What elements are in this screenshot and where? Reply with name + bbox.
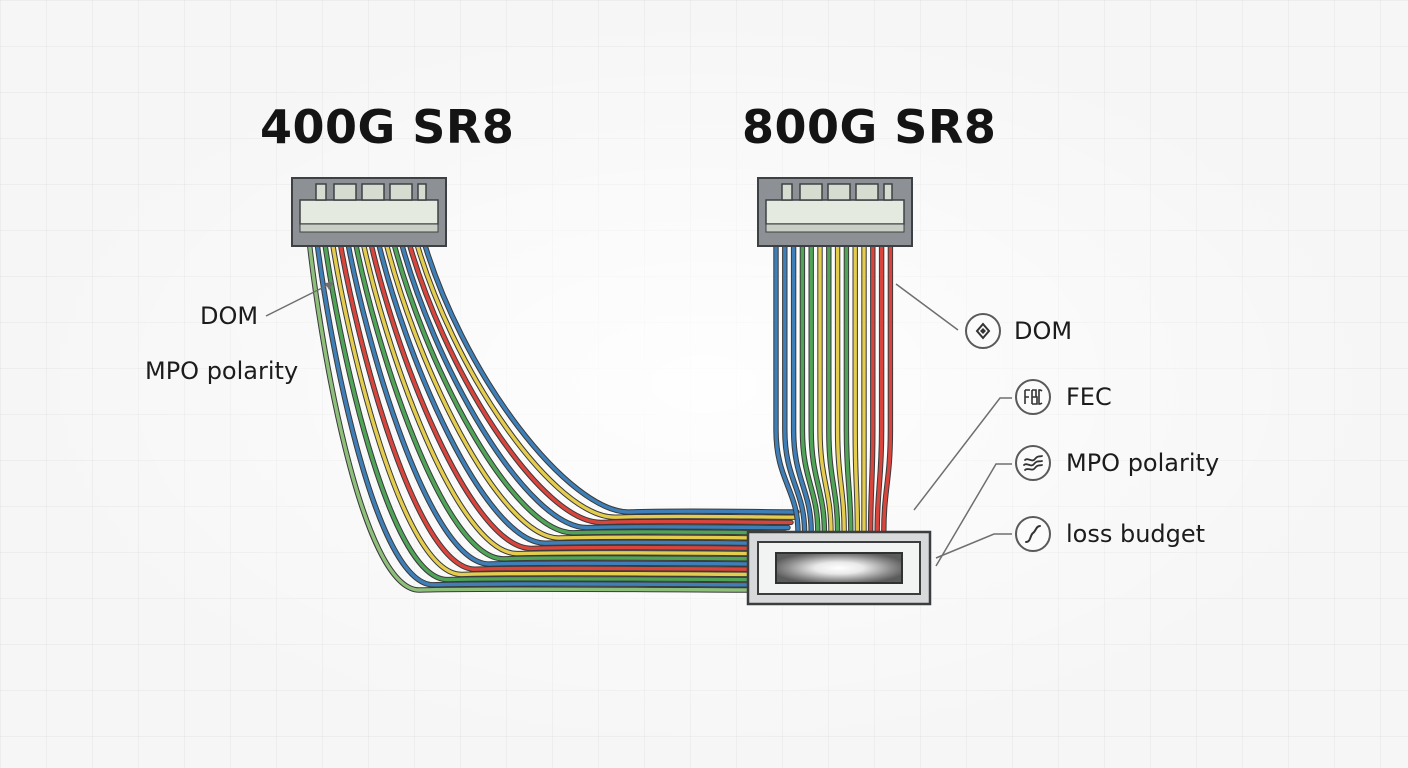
left-fiber-16-outline (417, 227, 800, 515)
waves-icon (1015, 445, 1051, 481)
left-fiber-3 (321, 228, 760, 582)
left-fiber-1 (306, 228, 754, 592)
left-fiber-5 (336, 228, 766, 571)
fec-icon (1015, 379, 1051, 415)
right-fiber-6 (818, 230, 833, 534)
right-fiber-9 (844, 230, 853, 534)
curve-icon (1015, 516, 1051, 552)
loss-budget-label: loss budget (1066, 520, 1206, 548)
right-fiber-2 (783, 230, 807, 534)
left-dom-label: DOM (200, 302, 259, 330)
left-fiber-16 (418, 228, 799, 514)
left-fiber-15 (411, 228, 796, 519)
left-fiber-14 (403, 228, 793, 525)
right-fiber-1 (774, 230, 800, 534)
transceiver-module (746, 530, 932, 606)
right-leaders (895, 283, 1012, 567)
left-mpo-polarity-label: MPO polarity (145, 357, 299, 385)
left-fiber-10 (373, 228, 781, 545)
right-fiber-5 (809, 230, 827, 534)
mpo-polarity-leader (935, 463, 1012, 567)
left-fiber-2 (313, 228, 757, 587)
right-fiber-14 (882, 230, 893, 534)
right-fiber-bundle (773, 229, 894, 535)
left-dom-leader (265, 281, 335, 317)
right-module-title: 800G SR8 (742, 100, 997, 154)
right-fiber-8 (835, 230, 846, 534)
right-dom-label: DOM (1014, 317, 1073, 345)
right-fiber-13 (875, 230, 884, 534)
left-fiber-bundle (305, 227, 800, 593)
left-fiber-12 (388, 228, 787, 535)
left-fiber-4 (328, 228, 763, 577)
left-fiber-8 (358, 228, 775, 556)
left-fiber-7 (351, 228, 772, 561)
left-mpo-connector (291, 177, 447, 247)
left-fiber-6 (343, 228, 769, 566)
left-fiber-13 (396, 228, 790, 530)
right-mpo-polarity-label: MPO polarity (1066, 449, 1220, 477)
diamond-icon (965, 313, 1001, 349)
right-mpo-connector (757, 177, 913, 247)
right-fiber-12 (868, 230, 875, 534)
right-fiber-3 (791, 230, 813, 534)
right-fiber-10 (853, 230, 860, 534)
fec-label: FEC (1066, 383, 1112, 411)
right-fiber-7 (827, 230, 840, 534)
left-module-title: 400G SR8 (260, 100, 515, 154)
left-fiber-9 (366, 228, 778, 551)
loss-budget-leader (935, 533, 1012, 559)
right-fiber-4 (800, 230, 820, 534)
fec-leader (913, 397, 1012, 511)
right-dom-leader (895, 283, 959, 331)
left-fiber-13-outline (395, 227, 791, 531)
left-fiber-11 (381, 228, 784, 540)
